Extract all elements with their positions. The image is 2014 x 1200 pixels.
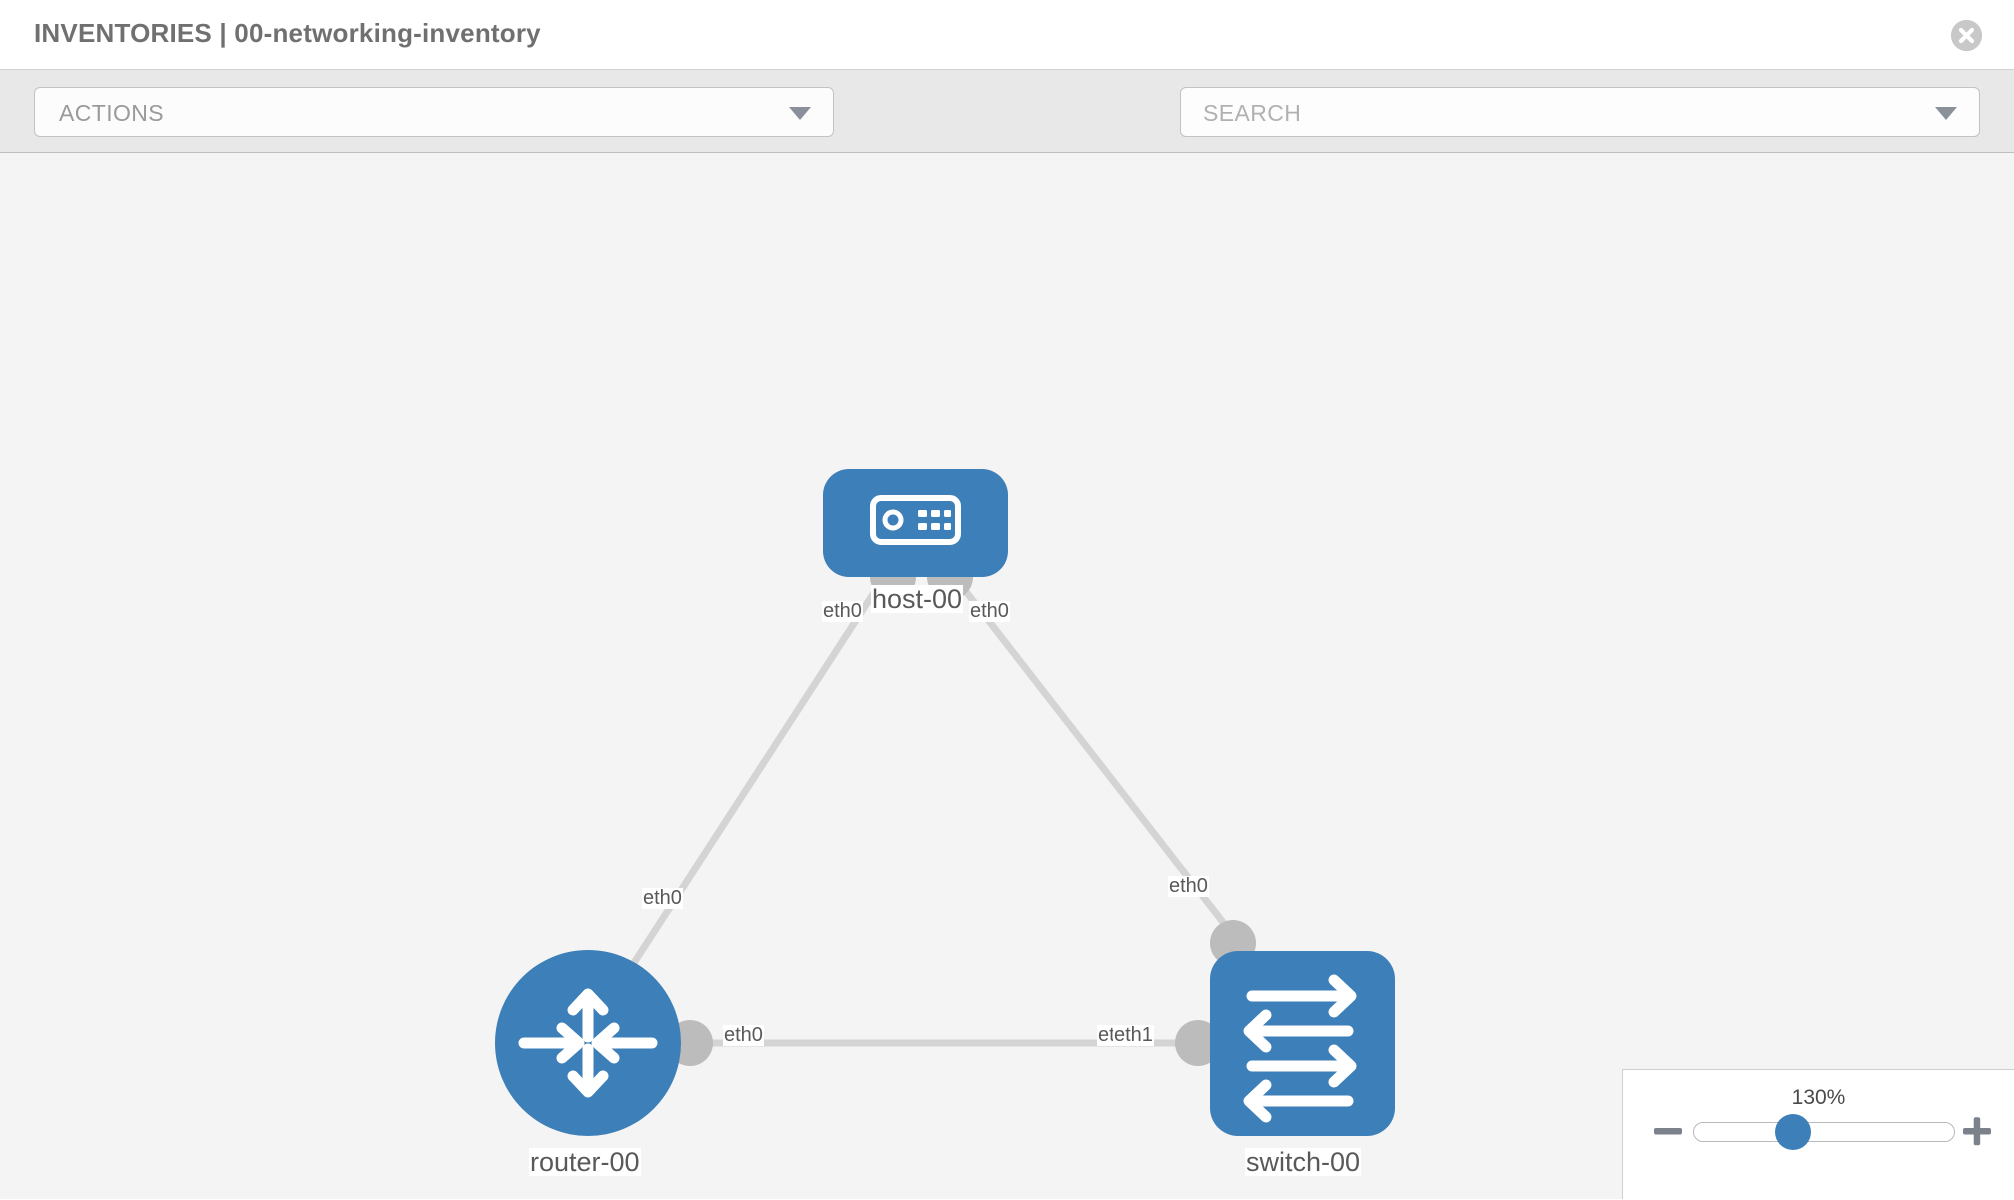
search-placeholder: SEARCH bbox=[1203, 100, 1302, 126]
node-switch-00[interactable] bbox=[1210, 951, 1395, 1136]
search-input[interactable]: SEARCH bbox=[1180, 87, 1980, 137]
actions-dropdown-label: ACTIONS bbox=[59, 100, 165, 126]
node-label-router-00: router-00 bbox=[529, 1147, 641, 1177]
chevron-down-icon[interactable] bbox=[1935, 107, 1957, 120]
actions-dropdown[interactable]: ACTIONS bbox=[34, 87, 834, 137]
interface-label: eth1 bbox=[1113, 1024, 1154, 1046]
interface-label: eth0 bbox=[1168, 875, 1209, 897]
close-icon[interactable] bbox=[1951, 20, 1982, 51]
node-label-switch-00: switch-00 bbox=[1245, 1147, 1362, 1177]
node-label-host-00: host-00 bbox=[871, 584, 964, 614]
interface-label: eth0 bbox=[723, 1024, 764, 1046]
server-device-icon bbox=[870, 495, 961, 545]
page-header: INVENTORIES | 00-networking-inventory bbox=[0, 0, 2014, 70]
plus-icon[interactable] bbox=[1960, 1114, 1994, 1148]
topology-canvas[interactable]: eth0 host-00 eth0 eth0 eth0 eth0 eth0 et… bbox=[0, 153, 2014, 1199]
topology-graph bbox=[495, 469, 1395, 1136]
interface-label: eth0 bbox=[642, 887, 683, 909]
topology-edges bbox=[605, 568, 1281, 1047]
page-title: INVENTORIES | 00-networking-inventory bbox=[34, 18, 541, 48]
minus-icon[interactable] bbox=[1651, 1114, 1685, 1148]
edge-router-host bbox=[605, 569, 891, 1005]
node-host-00[interactable] bbox=[823, 469, 1008, 577]
zoom-slider-track[interactable] bbox=[1693, 1122, 1955, 1142]
switch-arrows-icon bbox=[1243, 974, 1357, 1123]
toolbar: ACTIONS SEARCH bbox=[0, 70, 2014, 203]
interface-label: eth0 bbox=[969, 600, 1010, 622]
port-switch-eth1-left bbox=[1175, 1020, 1221, 1066]
topology-ports bbox=[667, 554, 1256, 1066]
zoom-slider-thumb[interactable] bbox=[1775, 1114, 1811, 1150]
zoom-control-panel: 130% bbox=[1622, 1069, 2014, 1199]
node-router-00[interactable] bbox=[495, 950, 681, 1136]
chevron-down-icon bbox=[789, 107, 811, 120]
interface-label: eth0 bbox=[822, 600, 863, 622]
zoom-percent-label: 130% bbox=[1791, 1086, 1846, 1109]
router-arrows-icon bbox=[518, 988, 658, 1098]
